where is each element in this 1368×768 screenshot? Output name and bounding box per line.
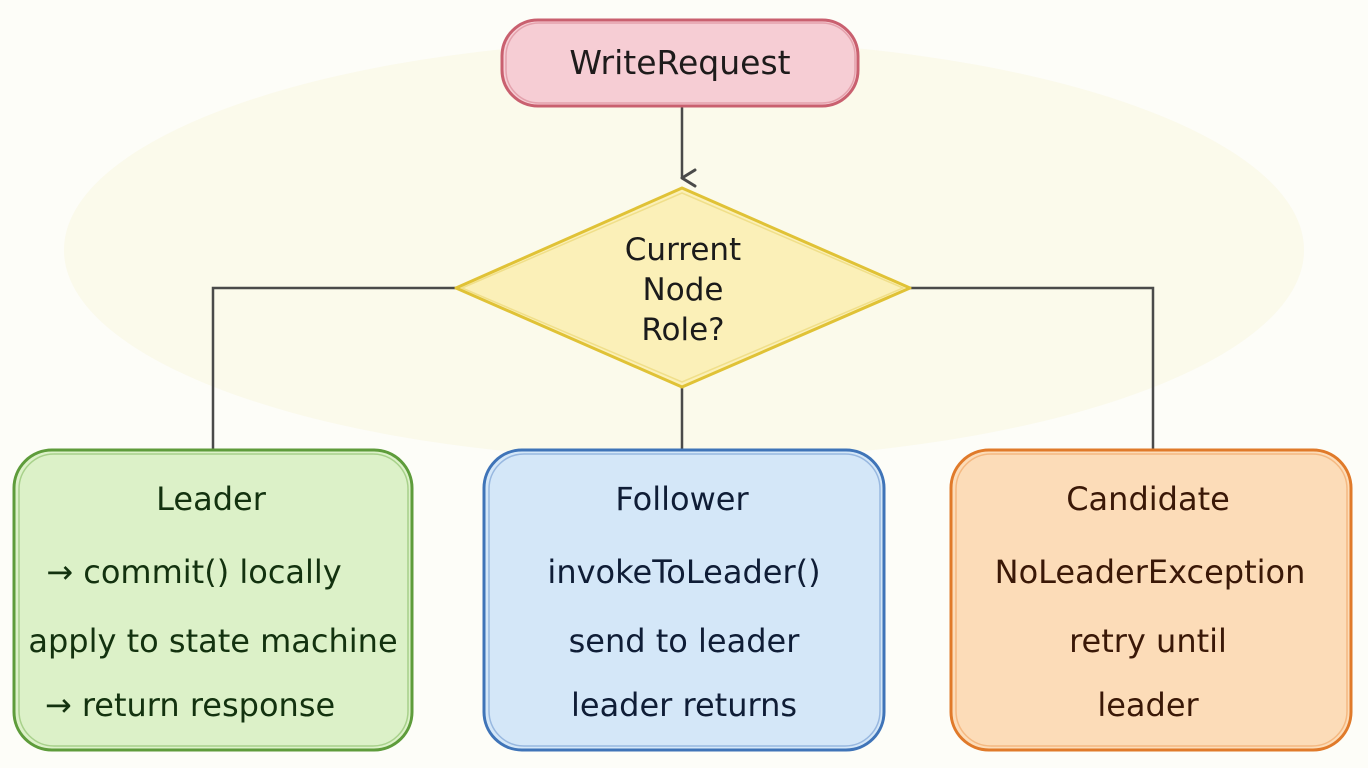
leader-line-1: → commit() locally (46, 553, 341, 591)
follower-box (482, 448, 886, 752)
start-node: WriteRequest (500, 18, 860, 108)
leader-node: Leader → commit() locally apply to state… (12, 448, 414, 752)
connector-decision-to-candidate (908, 286, 1155, 454)
candidate-box (949, 448, 1353, 752)
connector-decision-to-leader (211, 286, 458, 454)
leader-box (12, 448, 414, 752)
leader-title: Leader (156, 480, 267, 518)
start-node-sketch-stroke (505, 22, 856, 104)
leader-line-3: → return response (45, 686, 335, 724)
follower-line-3: leader returns (571, 686, 797, 724)
decision-sketch-stroke (460, 192, 905, 383)
start-node-label: WriteRequest (569, 43, 790, 82)
candidate-line-3: leader (1097, 686, 1199, 724)
follower-sketch-stroke (488, 453, 881, 747)
follower-line-2: send to leader (569, 622, 801, 660)
leader-line-2: apply to state machine (28, 622, 397, 660)
follower-title: Follower (615, 480, 749, 518)
start-node-box (500, 18, 860, 108)
candidate-node: Candidate NoLeaderException retry until … (949, 448, 1353, 752)
decision-line-1: Current (625, 232, 741, 268)
connectors (211, 106, 1155, 454)
decision-line-2: Node (643, 272, 724, 308)
follower-line-1: invokeToLeader() (547, 553, 820, 591)
leader-sketch-stroke (18, 453, 409, 747)
candidate-line-1: NoLeaderException (995, 553, 1306, 591)
candidate-line-2: retry until (1069, 622, 1227, 660)
decision-diamond (454, 186, 912, 389)
candidate-title: Candidate (1066, 480, 1230, 518)
decision-line-3: Role? (641, 312, 724, 348)
candidate-sketch-stroke (955, 453, 1348, 747)
follower-node: Follower invokeToLeader() send to leader… (482, 448, 886, 752)
decision-node: Current Node Role? (454, 186, 912, 389)
